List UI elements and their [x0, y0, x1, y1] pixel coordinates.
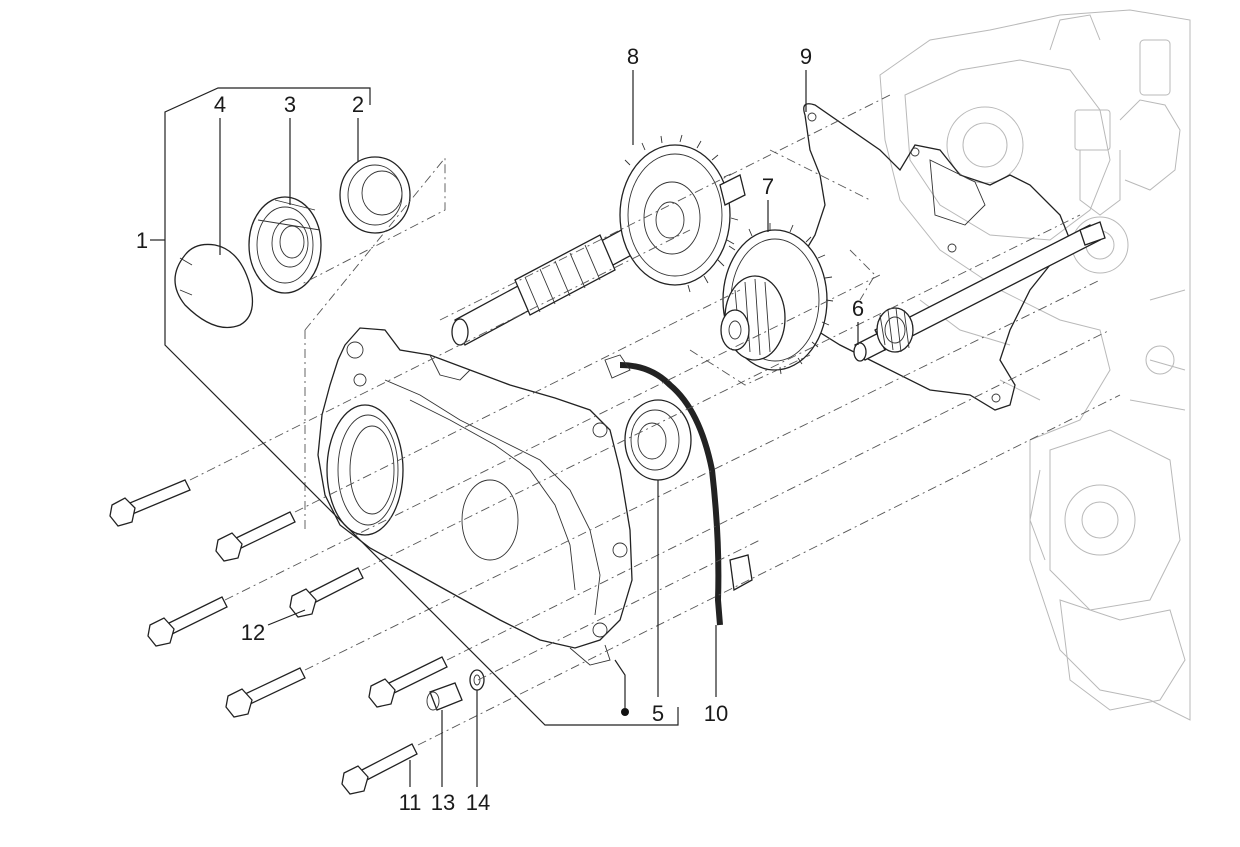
bearing-part	[248, 196, 322, 294]
oil-seal-part	[339, 156, 411, 234]
engine-housing-background	[879, 9, 1191, 721]
bolt-part	[109, 479, 191, 527]
bolt-part	[225, 667, 306, 718]
bolt-part	[147, 596, 228, 647]
shaft-part	[853, 221, 1106, 362]
alignment-lines	[189, 94, 1121, 746]
output-shaft-gear-part	[451, 134, 746, 346]
callout-13: 13	[431, 790, 455, 815]
plug-part	[426, 682, 463, 711]
callout-5: 5	[652, 701, 664, 726]
bolt-part	[341, 743, 418, 795]
callout-8: 8	[627, 44, 639, 69]
reference-dot	[621, 708, 629, 716]
leader-lines	[150, 70, 859, 787]
callout-2: 2	[352, 92, 364, 117]
callout-7: 7	[762, 174, 774, 199]
bolt-part	[368, 656, 448, 708]
bolt-part	[215, 511, 296, 562]
circlip-part	[174, 243, 254, 329]
bolt-part	[289, 567, 364, 618]
washer-part	[469, 669, 485, 691]
callout-6: 6	[852, 296, 864, 321]
callout-3: 3	[284, 92, 296, 117]
callout-11: 11	[399, 790, 422, 815]
transmission-cover-part	[317, 327, 633, 666]
callout-10: 10	[704, 701, 728, 726]
callout-12: 12	[241, 620, 265, 645]
callout-9: 9	[800, 44, 812, 69]
callout-14: 14	[466, 790, 490, 815]
callout-labels: 1 4 3 2 8 9 7 6 12 5 10 11 13 14	[136, 44, 864, 815]
callout-4: 4	[214, 92, 226, 117]
callout-1: 1	[136, 228, 148, 253]
intermediate-gear-part	[720, 223, 834, 375]
